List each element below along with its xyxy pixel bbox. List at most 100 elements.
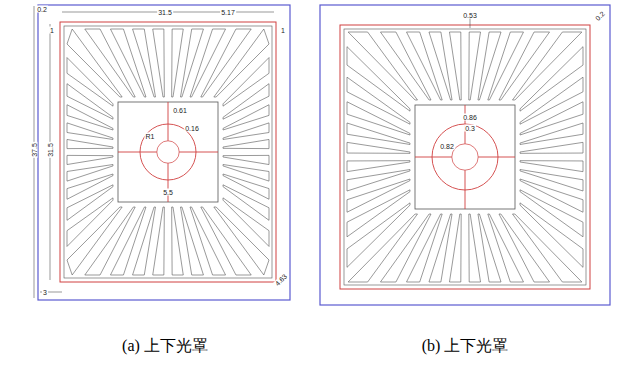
spoke — [153, 207, 165, 275]
center-hole — [157, 141, 179, 163]
spoke — [347, 170, 410, 192]
dimension-label: 0.53 — [462, 12, 478, 19]
spoke — [223, 198, 269, 247]
spoke — [67, 123, 113, 140]
spoke — [449, 32, 461, 100]
spoke — [190, 29, 226, 97]
spoke — [67, 207, 122, 275]
spoke — [67, 198, 113, 247]
caption: (b) 上下光罩 — [421, 338, 510, 354]
spoke — [347, 47, 410, 111]
trace — [168, 163, 169, 202]
spoke — [133, 207, 156, 275]
dimension-label: 5.5 — [162, 189, 174, 196]
dimension-label: 0.3 — [464, 125, 476, 132]
trace — [168, 102, 169, 141]
dimension-label: 4.63 — [273, 272, 289, 288]
spoke — [407, 32, 443, 100]
spoke — [190, 207, 226, 275]
spoke — [181, 29, 204, 97]
spoke — [223, 105, 269, 130]
spoke — [380, 214, 431, 282]
spoke — [67, 105, 113, 130]
trace — [415, 157, 452, 158]
spoke — [520, 102, 583, 135]
spoke — [469, 214, 481, 282]
trace — [179, 152, 218, 153]
frame — [38, 5, 290, 300]
spoke — [520, 203, 583, 267]
spoke — [520, 161, 583, 172]
spoke — [67, 174, 113, 199]
spoke — [67, 185, 113, 221]
spoke — [223, 58, 269, 107]
spoke — [347, 77, 410, 124]
spoke — [520, 142, 583, 153]
dimension-label: 1 — [280, 27, 286, 34]
dimension-label: 1 — [49, 27, 55, 34]
outer-boundary — [340, 25, 590, 289]
spoke — [110, 29, 146, 97]
dimension-label: 31.5 — [157, 9, 173, 16]
spoke — [347, 203, 410, 267]
spoke — [520, 190, 583, 237]
outer-boundary — [60, 22, 276, 282]
dimension-label: 0.16 — [184, 125, 200, 132]
spoke — [499, 32, 550, 100]
spoke — [214, 207, 269, 275]
dimension-label: 0.61 — [172, 107, 188, 114]
center-square — [118, 102, 218, 202]
trace — [478, 157, 515, 158]
spoke — [67, 29, 122, 97]
spoke — [520, 179, 583, 212]
spoke — [133, 29, 156, 97]
inner-outline — [344, 29, 586, 285]
spoke — [223, 165, 269, 182]
dimension-label: 0.2 — [36, 6, 48, 13]
dimension-label: 0.2 — [593, 9, 606, 22]
dimension-label: 37.5 — [31, 142, 38, 158]
spoke — [172, 29, 184, 97]
spoke — [429, 32, 452, 100]
spoke — [110, 207, 146, 275]
dimension-label: 3 — [42, 289, 48, 296]
caption: (a) 上下光罩 — [121, 338, 209, 354]
spoke — [223, 139, 269, 148]
spoke — [478, 32, 501, 100]
spoke — [223, 84, 269, 120]
spoke — [67, 155, 113, 164]
spoke — [513, 32, 582, 100]
mask-panel — [38, 5, 290, 300]
spoke — [520, 170, 583, 192]
spoke — [488, 32, 524, 100]
dimension-label: 31.5 — [47, 142, 54, 158]
dimension-label: 0.82 — [439, 143, 455, 150]
spoke — [478, 214, 501, 282]
spoke — [449, 214, 461, 282]
spoke — [429, 214, 452, 282]
spoke — [214, 29, 269, 97]
spoke — [67, 139, 113, 148]
spoke — [513, 214, 582, 282]
spoke — [347, 102, 410, 135]
spoke — [347, 142, 410, 153]
inner-outline — [64, 26, 272, 278]
spoke — [520, 47, 583, 111]
spoke — [488, 214, 524, 282]
spoke — [347, 179, 410, 212]
spoke — [348, 32, 417, 100]
spoke — [469, 32, 481, 100]
spoke — [223, 155, 269, 164]
trace — [118, 152, 157, 153]
spoke — [67, 165, 113, 182]
spoke — [67, 58, 113, 107]
spoke — [172, 207, 184, 275]
dimension-label: R1 — [145, 133, 156, 140]
spoke — [407, 214, 443, 282]
spoke — [347, 123, 410, 145]
center-square — [415, 105, 515, 209]
spoke — [223, 123, 269, 140]
spoke — [348, 214, 417, 282]
